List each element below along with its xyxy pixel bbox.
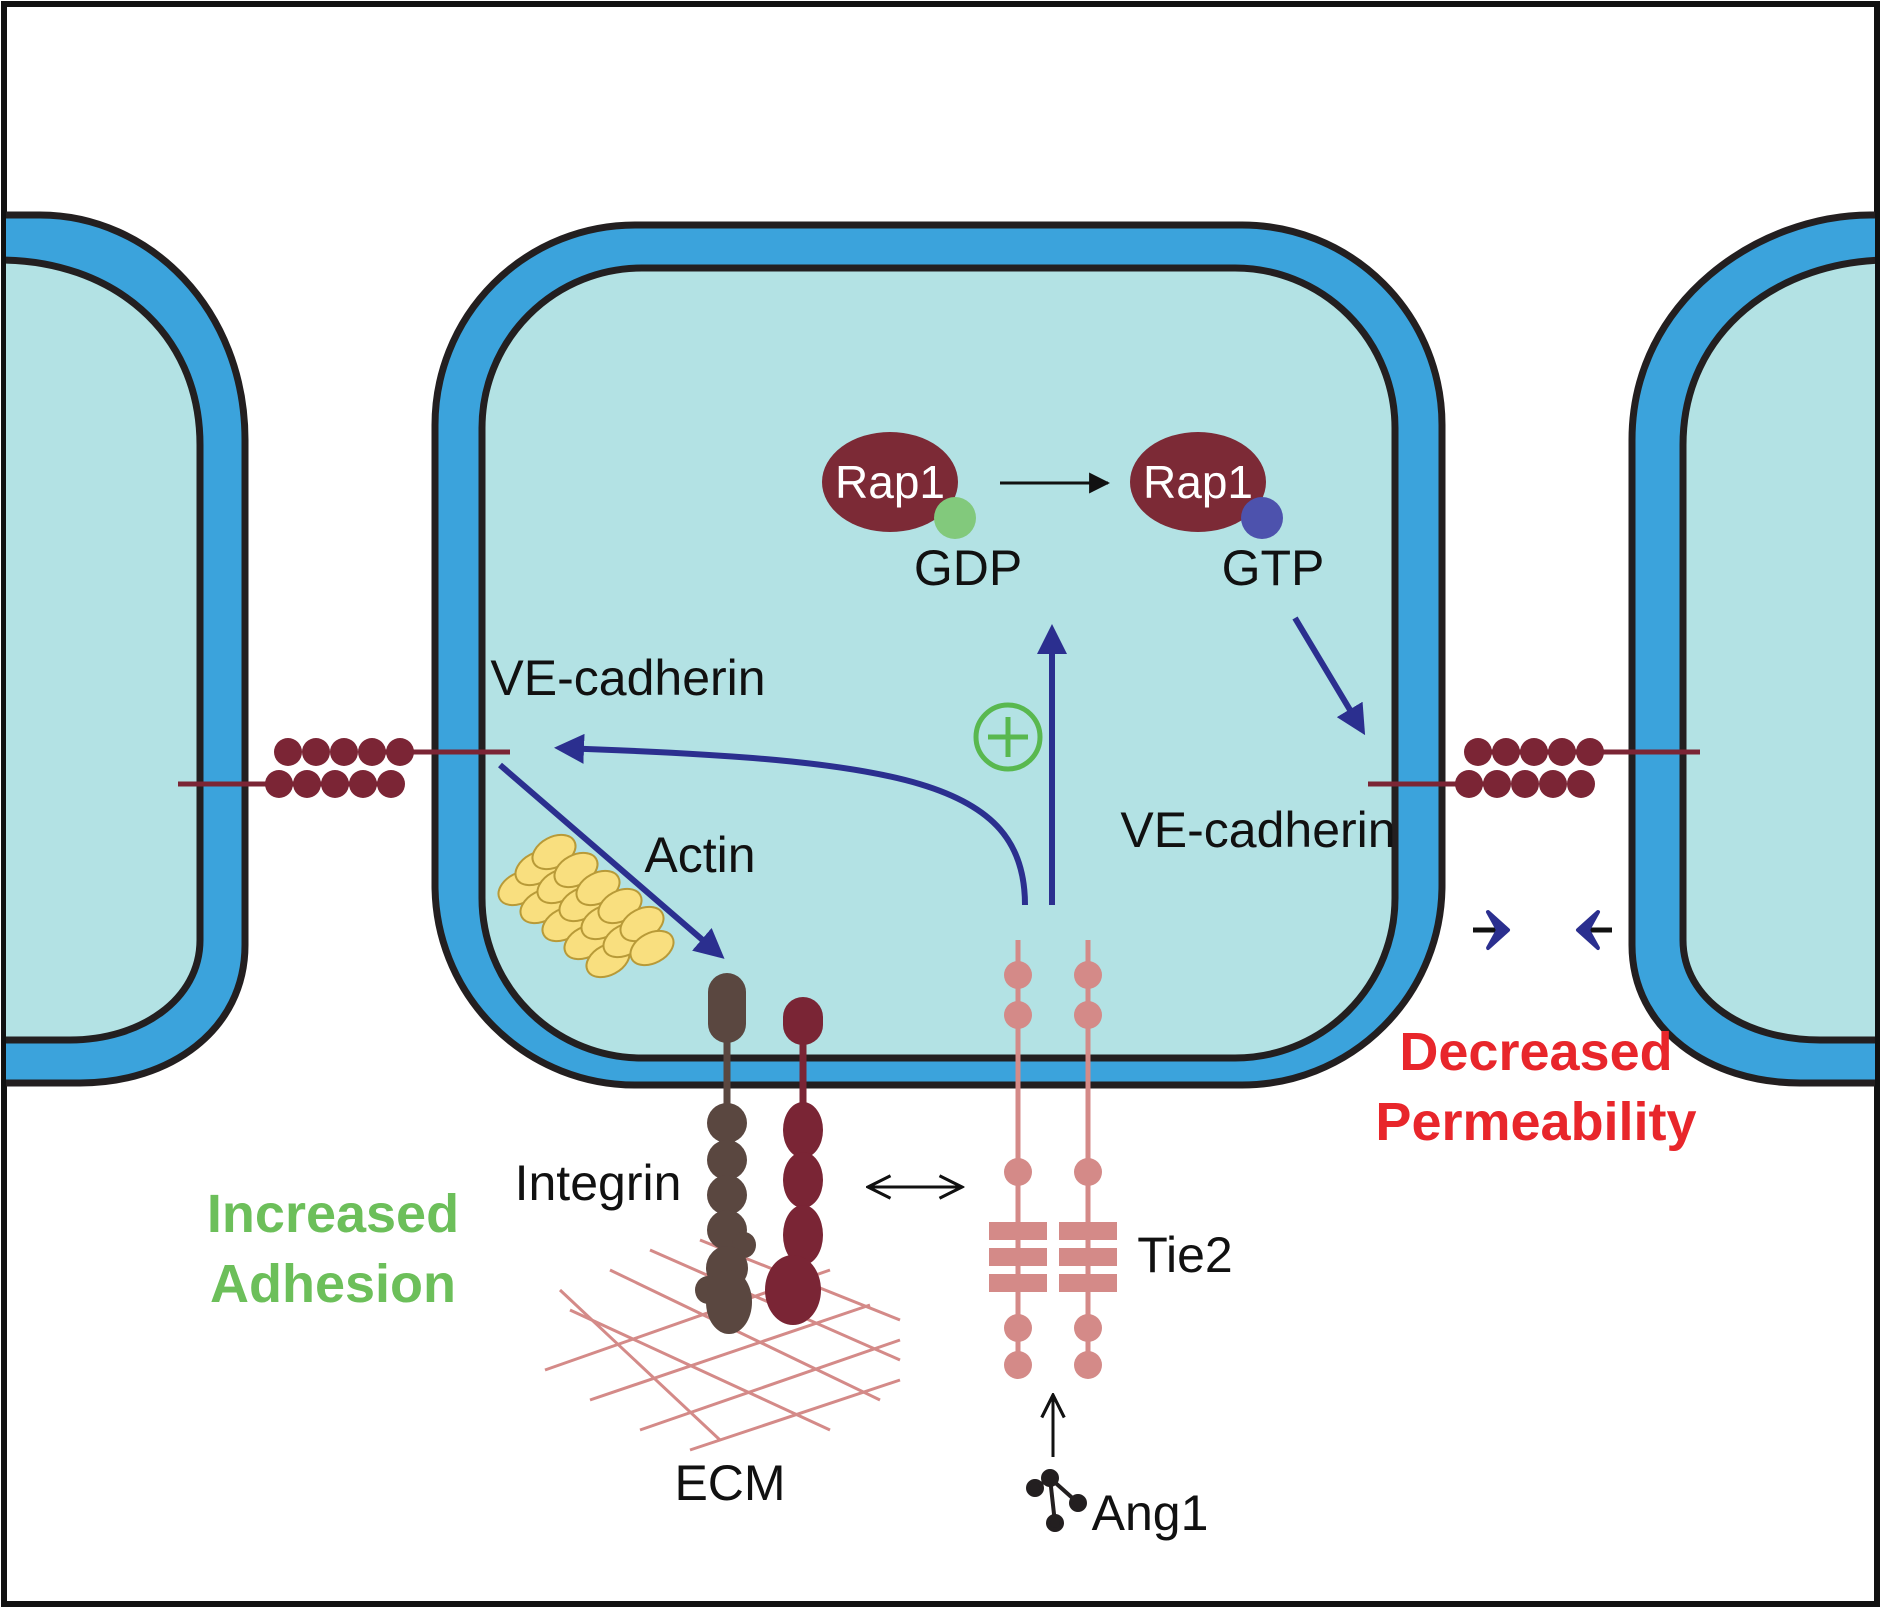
ve-cadherin-right-complex <box>1368 738 1700 798</box>
ang1-molecule-icon <box>1026 1469 1087 1532</box>
junction-tightening-icon <box>1473 910 1612 950</box>
rap1-label-right: Rap1 <box>1143 456 1253 508</box>
actin-label: Actin <box>644 827 755 883</box>
ang1-label: Ang1 <box>1092 1485 1209 1541</box>
gtp-to-ve-cadherin-arrow <box>1292 616 1366 736</box>
integrin-beta-subunit <box>695 973 756 1334</box>
increased-adhesion-line1: Increased <box>207 1184 459 1244</box>
rap1-gtp: Rap1 <box>1130 432 1283 539</box>
tie2-receptor-pair <box>989 940 1117 1379</box>
ecm-label: ECM <box>674 1455 785 1511</box>
ve-cadherin-label-left: VE-cadherin <box>490 650 765 706</box>
rap1-gdp: Rap1 <box>822 432 976 539</box>
gtp-label: GTP <box>1222 540 1325 596</box>
rap1-label-left: Rap1 <box>835 456 945 508</box>
decreased-permeability-line1: Decreased <box>1399 1022 1672 1082</box>
ve-cadherin-label-right: VE-cadherin <box>1120 802 1395 858</box>
tie2-to-ve-cadherin-arrow <box>554 733 1028 906</box>
ve-cadherin-to-integrin-arrow <box>498 762 725 959</box>
gdp-label: GDP <box>914 540 1022 596</box>
integrin-label: Integrin <box>515 1155 682 1211</box>
decreased-permeability-line2: Permeability <box>1375 1092 1696 1152</box>
left-cell <box>6 211 249 1087</box>
activation-plus-icon <box>973 702 1043 772</box>
actin-bundle-icon <box>497 833 675 979</box>
increased-adhesion-line2: Adhesion <box>210 1254 456 1314</box>
tie2-label: Tie2 <box>1137 1227 1232 1283</box>
right-cell <box>1628 211 1875 1087</box>
ve-cadherin-left-complex <box>178 738 510 798</box>
integrin-alpha-subunit <box>765 997 823 1325</box>
